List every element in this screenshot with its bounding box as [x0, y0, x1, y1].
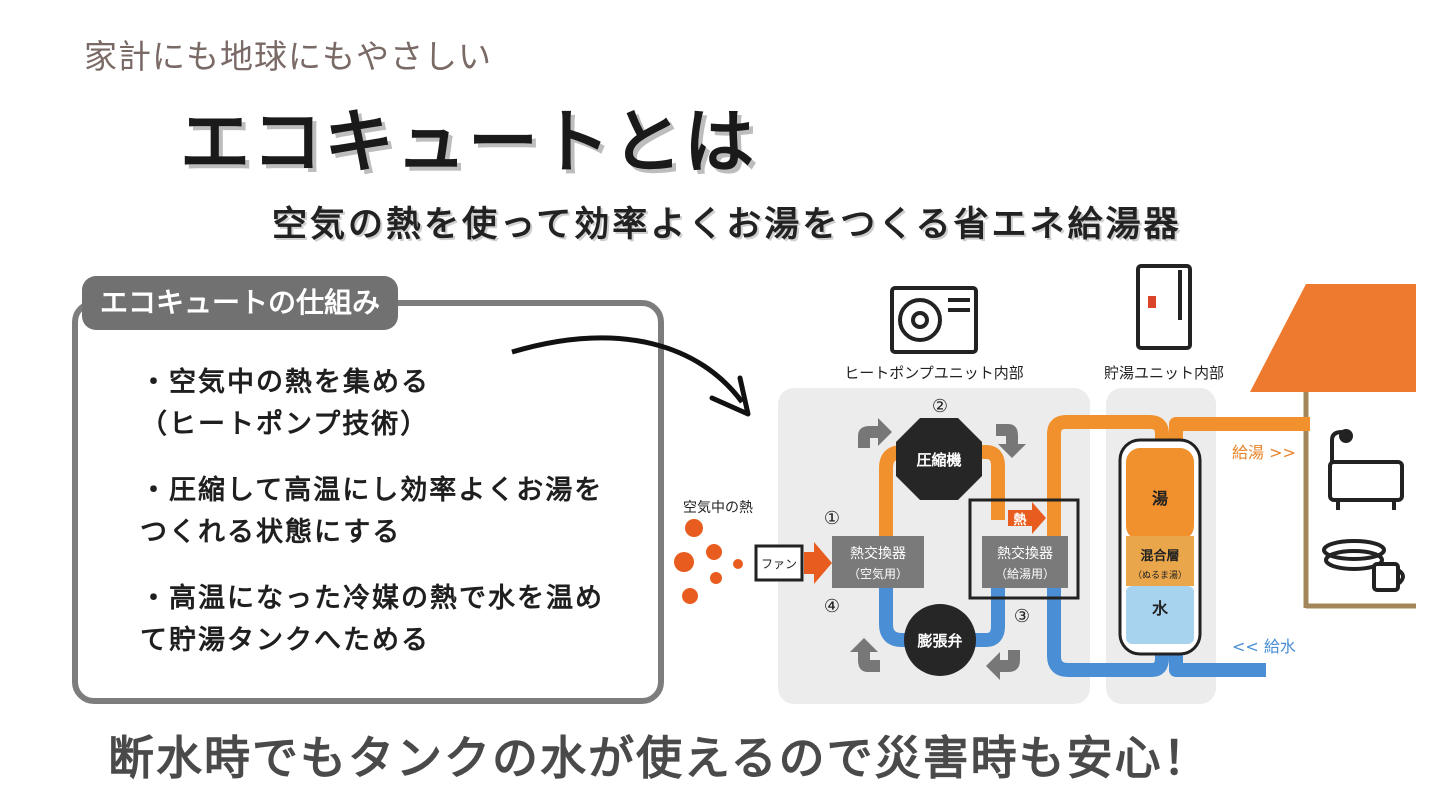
expansion-valve-label: 膨張弁	[917, 632, 962, 650]
tank-mix-line2: （ぬるま湯）	[1133, 570, 1187, 581]
fan-arrow	[804, 542, 832, 584]
point-item: ・高温になった冷媒の熱で水を温め て貯湯タンクへためる	[140, 583, 604, 656]
flow-arrow-icon	[858, 418, 892, 448]
tank-mix-layer	[1126, 536, 1194, 586]
compressor-label: 圧縮機	[916, 451, 961, 469]
mechanism-points: ・空気中の熱を集める （ヒートポンプ技術） ・圧縮して高温にし効率よくお湯を つ…	[140, 362, 660, 686]
heat-pump-unit-box	[778, 388, 1090, 704]
flow-arrow-icon	[850, 638, 880, 672]
fan-box	[754, 544, 804, 582]
hx-air-line1: 熱交換器	[850, 545, 906, 562]
hx-air-box	[832, 536, 924, 588]
hx-water-line1: 熱交換器	[997, 545, 1053, 562]
hx-air-line2: （空気用）	[848, 566, 908, 581]
tank-label: 貯湯ユニット内部	[1104, 364, 1224, 382]
step-4: ④	[824, 596, 840, 617]
heat-pump-unit-icon	[890, 286, 978, 354]
tank-water-label: 水	[1152, 599, 1169, 618]
hx-water-box	[982, 536, 1068, 588]
subtitle: 空気の熱を使って効率よくお湯をつくる省エネ給湯器	[272, 205, 1182, 245]
compressor-node	[896, 418, 982, 500]
dishes-icon	[1322, 539, 1405, 592]
tank-hot-layer	[1126, 448, 1194, 540]
house-roof	[1250, 284, 1416, 392]
footer-message: 断水時でもタンクの水が使えるので災害時も安心！	[108, 731, 1211, 785]
page-title: エコキュートとは	[180, 101, 756, 183]
expansion-valve-node	[904, 604, 976, 676]
step-1: ①	[824, 508, 840, 529]
water-supply-label: << 給水	[1232, 637, 1296, 656]
point-item: ・空気中の熱を集める （ヒートポンプ技術）	[140, 367, 430, 440]
pointer-arrow	[511, 335, 745, 404]
tagline: 家計にも地球にもやさしい	[84, 37, 492, 76]
hot-supply-label: 給湯 >>	[1232, 443, 1296, 462]
heat-label: 熱	[1013, 512, 1026, 528]
fan-label: ファン	[761, 557, 797, 571]
hx-water-line2: （給湯用）	[995, 567, 1055, 581]
point-item: ・圧縮して高温にし効率よくお湯を つくれる状態にする	[140, 475, 604, 548]
flow-arrow-icon	[986, 650, 1020, 680]
heat-arrow	[1008, 502, 1046, 534]
pointer-arrowhead	[709, 375, 751, 417]
step-3: ③	[1014, 606, 1030, 627]
tank-unit-icon	[1136, 264, 1192, 350]
heat-pump-label: ヒートポンプユニット内部	[844, 364, 1024, 382]
tank-cold-layer	[1126, 586, 1194, 644]
mechanism-panel	[72, 300, 664, 704]
air-heat-dots	[674, 519, 743, 604]
flow-arrow-icon	[996, 424, 1026, 458]
bathtub-icon	[1328, 429, 1404, 510]
step-2: ②	[932, 396, 948, 417]
panel-tab: エコキュートの仕組み	[82, 276, 399, 330]
tank-hot-label: 湯	[1152, 489, 1168, 508]
tank-mix-line1: 混合層	[1140, 548, 1179, 564]
hx-water-frame	[968, 498, 1080, 600]
air-heat-label: 空気中の熱	[683, 500, 753, 516]
